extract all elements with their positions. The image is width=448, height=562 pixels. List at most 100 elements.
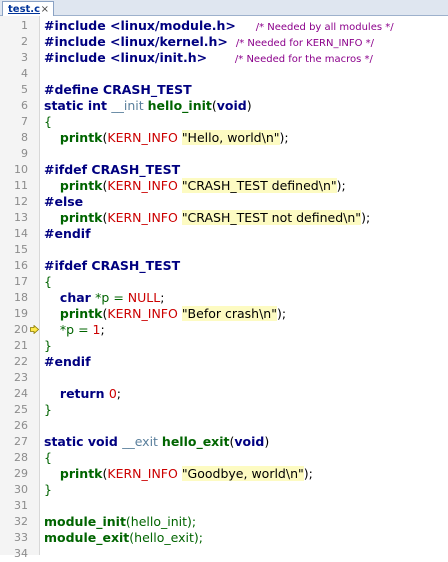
code-line[interactable]: 2#include <linux/kernel.h> /* Needed for… [0,34,448,50]
code-line[interactable]: 12#else [0,194,448,210]
code-text[interactable]: { [44,450,52,466]
line-number: 8 [21,131,28,144]
code-text[interactable]: module_init(hello_init); [44,514,196,530]
code-token: ); [361,210,371,225]
code-text[interactable]: { [44,274,52,290]
code-line[interactable]: 7{ [0,114,448,130]
code-token: KERN_INFO [107,210,182,225]
code-line[interactable]: 28 { [0,450,448,466]
code-token: __init [111,98,148,113]
code-line[interactable]: 26 [0,418,448,434]
code-token [44,130,60,145]
code-text[interactable]: static void __exit hello_exit(void) [44,434,269,450]
code-line[interactable]: 6 static int __init hello_init(void) [0,98,448,114]
tab-test-c[interactable]: test.c × [2,1,54,16]
code-line[interactable]: 25} [0,402,448,418]
code-line[interactable]: 15 [0,242,448,258]
code-text[interactable]: } [44,338,52,354]
code-token: 1 [92,322,101,337]
code-text[interactable]: printk(KERN_INFO "Befor crash\n"); [44,306,286,322]
code-line[interactable]: 34 [0,546,448,562]
code-token: "CRASH_TEST defined\n" [181,178,337,193]
code-token: #ifdef CRASH_TEST [44,162,181,177]
line-number: 25 [14,403,28,416]
line-number: 9 [21,147,28,160]
code-text[interactable]: #include <linux/init.h> /* Needed for th… [44,50,373,68]
code-token: *p = [95,290,128,305]
code-line[interactable]: 32 module_init(hello_init); [0,514,448,530]
line-number: 24 [14,387,28,400]
code-line[interactable]: 13 printk(KERN_INFO "CRASH_TEST not defi… [0,210,448,226]
code-token: printk [59,178,103,193]
line-number: 32 [14,515,28,528]
line-number: 4 [21,67,28,80]
code-text[interactable]: #endif [44,226,91,242]
close-icon[interactable]: × [40,4,49,15]
code-text[interactable]: *p = 1; [44,322,105,338]
code-text[interactable]: { [44,114,52,130]
code-line[interactable]: 19 printk(KERN_INFO "Befor crash\n"); [0,306,448,322]
code-line[interactable]: 9 [0,146,448,162]
code-line[interactable]: 14 #endif [0,226,448,242]
line-number: 19 [14,307,28,320]
code-token: static int [44,98,112,113]
code-token: ( [102,306,108,321]
code-line[interactable]: 10#ifdef CRASH_TEST [0,162,448,178]
line-number: 28 [14,451,28,464]
code-text[interactable]: #include <linux/kernel.h> /* Needed for … [44,34,374,52]
code-token: ; [100,322,105,337]
code-line[interactable]: 21} [0,338,448,354]
code-token: #include <linux/kernel.h> [44,34,228,49]
code-line[interactable]: 4 [0,66,448,82]
line-number: 14 [14,227,28,240]
code-line[interactable]: 8 printk(KERN_INFO "Hello, world\n"); [0,130,448,146]
code-line[interactable]: 29 printk(KERN_INFO "Goodbye, world\n"); [0,466,448,482]
code-token: "Goodbye, world\n" [181,466,304,481]
line-number: 6 [21,99,28,112]
code-line[interactable]: 30} [0,482,448,498]
line-number: 29 [14,467,28,480]
code-text[interactable]: static int __init hello_init(void) [44,98,252,114]
code-text[interactable]: printk(KERN_INFO "CRASH_TEST not defined… [44,210,370,226]
code-editor[interactable]: 1 #include <linux/module.h> /* Needed by … [0,16,448,560]
code-line[interactable]: 18 char *p = NULL; [0,290,448,306]
code-text[interactable]: #ifdef CRASH_TEST [44,162,180,178]
code-text[interactable]: printk(KERN_INFO "Goodbye, world\n"); [44,466,313,482]
code-token: #include <linux/init.h> [44,50,208,65]
code-token [44,466,60,481]
code-line[interactable]: 20 *p = 1; [0,322,448,338]
code-text[interactable]: } [44,482,52,498]
code-line[interactable]: 16#ifdef CRASH_TEST [0,258,448,274]
code-token: "Hello, world\n" [181,130,280,145]
code-text[interactable]: module_exit(hello_exit); [44,530,203,546]
code-text[interactable]: #else [44,194,83,210]
code-text[interactable]: #endif [44,354,91,370]
code-token: "Befor crash\n" [181,306,277,321]
code-text[interactable]: return 0; [44,386,121,402]
code-line[interactable]: 1#include <linux/module.h> /* Needed by … [0,18,448,34]
code-line[interactable]: 31 [0,498,448,514]
code-text[interactable]: } [44,402,52,418]
code-token: printk [59,210,103,225]
code-text[interactable]: #ifdef CRASH_TEST [44,258,180,274]
code-text[interactable]: printk(KERN_INFO "Hello, world\n"); [44,130,289,146]
code-token: char [59,290,96,305]
code-token: #include <linux/module.h> [44,18,236,33]
code-token [236,18,256,33]
tab-label[interactable]: test.c [8,4,41,15]
code-line[interactable]: 22#endif [0,354,448,370]
code-token: static void [44,434,123,449]
code-text[interactable]: #define CRASH_TEST [44,82,192,98]
code-line[interactable]: 5#define CRASH_TEST [0,82,448,98]
code-line[interactable]: 17{ [0,274,448,290]
code-token [44,386,60,401]
code-text[interactable]: printk(KERN_INFO "CRASH_TEST defined\n")… [44,178,346,194]
code-line[interactable]: 24 return 0; [0,386,448,402]
code-text[interactable]: char *p = NULL; [44,290,165,306]
code-line[interactable]: 3#include <linux/init.h> /* Needed for t… [0,50,448,66]
code-line[interactable]: 11 printk(KERN_INFO "CRASH_TEST defined\… [0,178,448,194]
code-line[interactable]: 23 [0,370,448,386]
code-text[interactable]: #include <linux/module.h> /* Needed by a… [44,18,394,36]
